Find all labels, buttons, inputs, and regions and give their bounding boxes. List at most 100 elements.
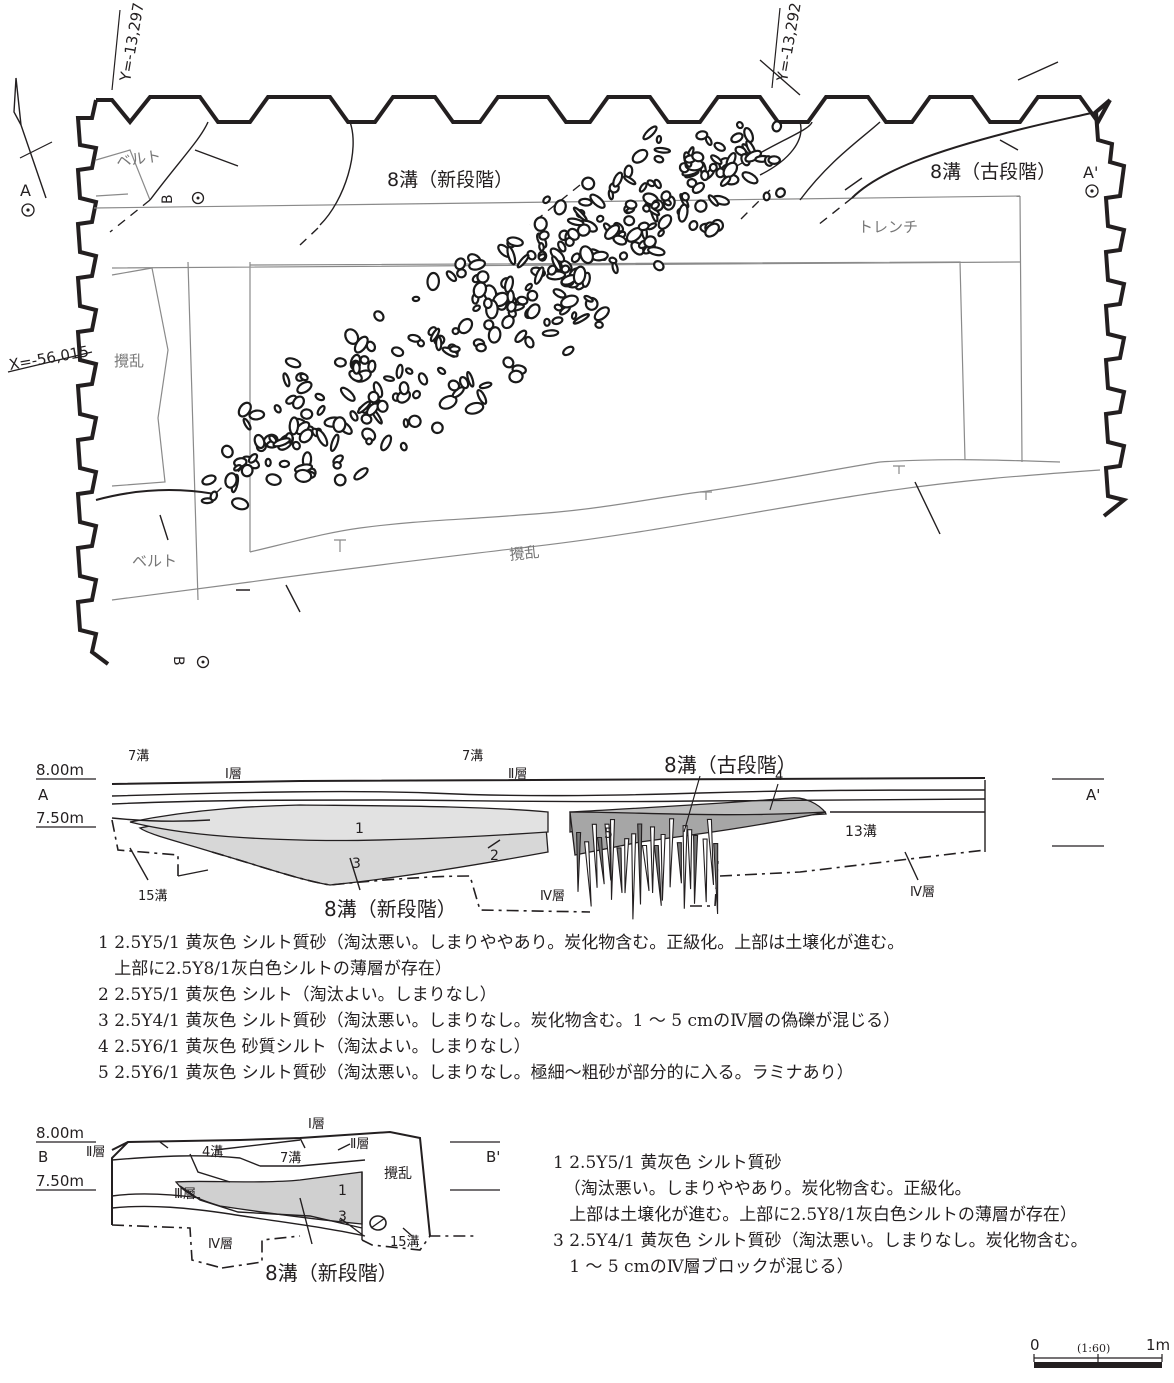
section-a-n4: 4 (775, 769, 783, 784)
excavation-boundary-right (1093, 98, 1129, 518)
stone (524, 282, 533, 292)
stone (380, 434, 393, 452)
stone (201, 474, 217, 486)
stone (300, 408, 314, 420)
stone (506, 300, 517, 313)
stake (706, 818, 715, 885)
stone (365, 437, 374, 446)
disturb-bottom-label: 攪乱 (509, 543, 541, 564)
stone-cluster (200, 120, 786, 511)
stone (576, 223, 591, 237)
stone (700, 169, 710, 182)
plan-view: Y=-13,297 Y=-13,292 X=-56,015 A A' B B ベ… (8, 1, 1129, 669)
stone (457, 317, 474, 335)
scale-zero: 0 (1030, 1336, 1040, 1354)
stone (398, 381, 410, 396)
stone (506, 245, 517, 266)
stone (447, 379, 461, 392)
stone (642, 125, 658, 141)
stone (637, 221, 650, 232)
stone (475, 342, 487, 353)
point-a-icon (21, 203, 35, 217)
stake (660, 833, 666, 901)
section-b-n3: 3 (338, 1209, 347, 1225)
stone (458, 376, 470, 390)
stone (333, 357, 347, 368)
stone (655, 134, 663, 144)
stake (649, 826, 656, 894)
stone (264, 457, 272, 468)
stone (767, 155, 781, 166)
north-arrow-icon (13, 77, 53, 199)
stone (551, 316, 564, 326)
stone (376, 399, 389, 413)
section-b-left-wall (111, 1141, 129, 1225)
section-b-4ditch: 4溝 (202, 1145, 223, 1160)
stone (710, 154, 723, 166)
stone (373, 310, 385, 322)
belt-line-left (111, 261, 199, 601)
stone (735, 121, 744, 130)
stone (538, 242, 545, 252)
stone (288, 416, 300, 436)
stone (642, 204, 651, 213)
disturb-left-label: 攪乱 (114, 352, 144, 370)
stone (557, 240, 567, 253)
stone (543, 317, 551, 327)
stone (622, 175, 637, 186)
stone (538, 230, 550, 241)
stone (353, 335, 369, 354)
stone (448, 345, 461, 354)
section-a-n5: 5 (604, 826, 613, 842)
stone (411, 389, 422, 400)
disturbance-line (249, 459, 1061, 553)
stone (583, 294, 594, 303)
stone (775, 187, 786, 199)
stone (579, 245, 594, 265)
section-b-bottom-dashdot (111, 1224, 475, 1269)
stone (722, 161, 739, 179)
stone (253, 433, 266, 450)
stone (339, 386, 356, 402)
stone (542, 195, 551, 205)
ditch-new-label: 8溝（新段階） (387, 169, 513, 191)
point-a-prime-icon (1085, 184, 1099, 198)
stone (657, 214, 673, 230)
section-a-elev-top: 8.00m (36, 761, 84, 779)
stone (248, 409, 266, 421)
stone (593, 306, 610, 322)
stone (551, 255, 562, 272)
stone (638, 182, 648, 193)
stone (390, 346, 405, 358)
ditch-new-lower (95, 489, 216, 501)
stone (314, 392, 326, 402)
stone (594, 320, 604, 329)
ditch-old-boundary-dashed (817, 197, 853, 226)
stone (482, 297, 493, 310)
stake (596, 836, 605, 885)
section-b-layer2-right: Ⅱ層 (350, 1137, 369, 1152)
stone (570, 311, 578, 321)
belt-top-label: ベルト (115, 147, 162, 171)
stone (691, 181, 706, 194)
stake (669, 818, 675, 888)
point-b-label: B (170, 656, 186, 666)
legend-b-line: （淘汰悪い。しまりややあり。炭化物含む。正級化。 (553, 1179, 972, 1199)
section-a-elev-bottom: 7.50m (36, 809, 84, 827)
stone (224, 472, 238, 489)
stone (417, 372, 429, 386)
stake (591, 823, 598, 888)
stone (612, 171, 624, 188)
stone (646, 179, 656, 188)
section-b-n1: 1 (338, 1183, 347, 1199)
stone (713, 141, 726, 152)
stone (294, 468, 313, 483)
stone (230, 497, 250, 511)
belt-top-wedge (95, 149, 151, 201)
stone (688, 220, 699, 231)
stone (402, 418, 410, 429)
stone (456, 268, 467, 279)
coord-tick-lines (759, 59, 1059, 96)
stone (438, 394, 458, 410)
legend-a-line: 2 2.5Y5/1 黄灰色 シルト（淘汰よい。しまりなし） (98, 985, 497, 1005)
